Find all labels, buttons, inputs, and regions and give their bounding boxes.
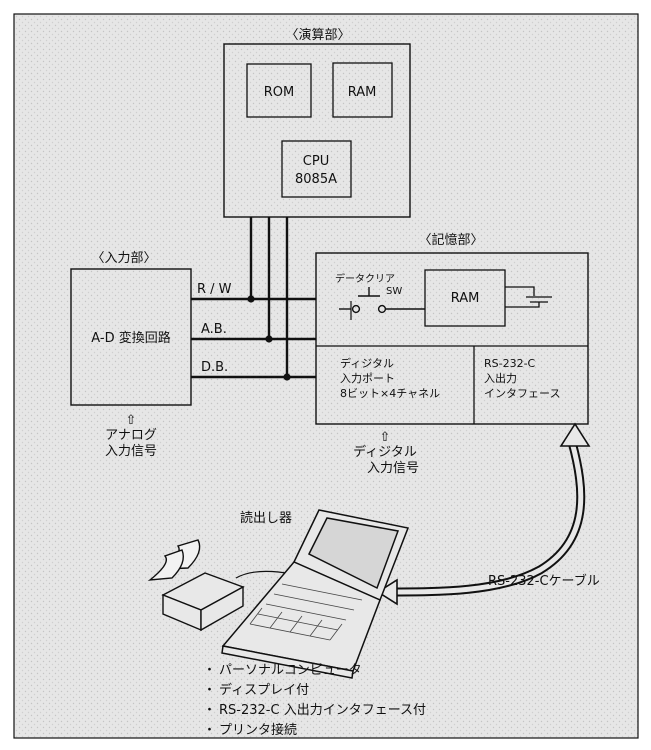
address-bus-label: A.B. <box>201 322 227 337</box>
printer-icon <box>147 539 245 632</box>
cable-label: RS-232-Cケーブル <box>488 573 600 589</box>
analog-input-label-2: 入力信号 <box>105 444 157 459</box>
analog-input-label: アナログ <box>105 428 157 443</box>
digital-input-label: ディジタル <box>353 444 417 460</box>
data-bus-label: D.B. <box>201 360 228 375</box>
cable-up-arrowhead <box>559 422 591 447</box>
input-unit-title: 〈入力部〉 <box>91 251 156 266</box>
compute-ram-box <box>332 62 393 118</box>
feature-bullet-4: ・ <box>203 723 216 738</box>
switch-label: SW <box>386 286 402 297</box>
feature-bullet-1: ・ <box>203 663 216 678</box>
digital-up-arrow: ⇧ <box>380 430 391 445</box>
bus-junctions <box>247 295 291 381</box>
cable-left-arrowhead <box>376 578 398 606</box>
reader-label: 読出し器 <box>240 510 292 526</box>
rs232-if-line3: インタフェース <box>484 387 560 400</box>
digital-port-line1: ディジタル <box>340 356 394 370</box>
compute-unit-title: 〈演算部〉 <box>285 27 350 43</box>
bus-lines <box>191 217 316 379</box>
input-unit-box <box>70 268 192 406</box>
rom-box <box>246 63 312 118</box>
rs232-cable-fill <box>387 441 584 595</box>
cpu-label: CPU <box>303 154 329 169</box>
analog-up-arrow: ⇧ <box>126 413 137 428</box>
feature-bullet-3: ・ <box>203 703 216 718</box>
feature-item-2: ディスプレイ付 <box>219 682 309 698</box>
memory-ram-label: RAM <box>451 291 480 306</box>
rw-bus-label: R / W <box>197 282 232 297</box>
digital-port-line2: 入力ポート <box>340 372 395 385</box>
data-clear-label: データクリア <box>335 272 395 285</box>
feature-item-1: パーソナルコンピュータ <box>219 663 362 678</box>
adc-label: A-D 変換回路 <box>91 330 170 346</box>
rom-label: ROM <box>264 85 294 100</box>
rs232-if-line2: 入出力 <box>484 371 517 385</box>
memory-unit-title: 〈記憶部〉 <box>418 232 483 248</box>
cpu-box <box>281 140 352 198</box>
push-switch-icon <box>339 287 425 314</box>
memory-ram-box <box>424 269 506 327</box>
feature-item-3: RS-232-C 入出力インタフェース付 <box>219 703 426 718</box>
compute-ram-label: RAM <box>348 85 377 100</box>
laptop-keyboard <box>249 583 363 641</box>
digital-input-label-2: 入力信号 <box>367 461 419 476</box>
digital-port-line3: 8ビット×4チャネル <box>340 387 440 400</box>
battery-icon <box>505 286 552 308</box>
feature-item-4: プリンタ接続 <box>219 722 297 738</box>
cpu-model-label: 8085A <box>295 172 337 187</box>
rs232-if-line1: RS-232-C <box>484 357 536 370</box>
feature-bullet-2: ・ <box>203 683 216 698</box>
